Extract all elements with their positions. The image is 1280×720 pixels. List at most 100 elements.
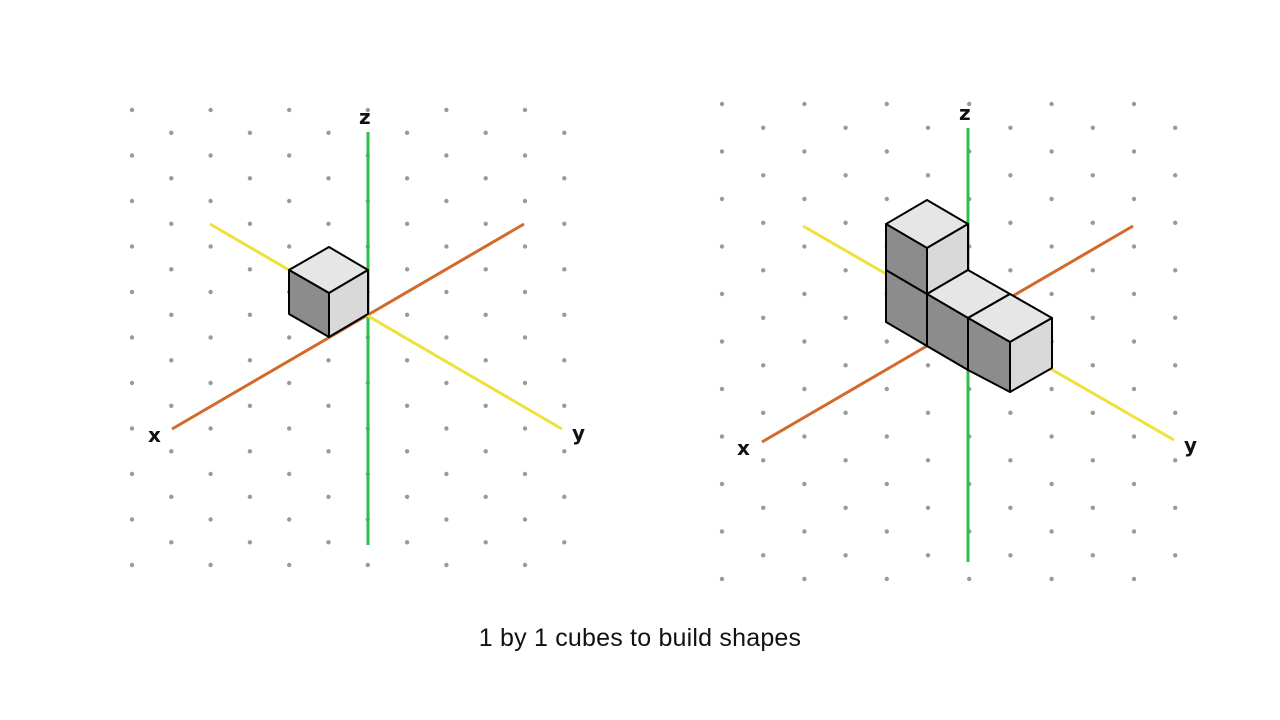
grid-dot [129,562,135,568]
grid-dot [326,176,331,181]
grid-dot [404,312,410,317]
grid-dot [1090,410,1096,415]
grid-dot [169,540,174,545]
grid-dot [444,380,449,386]
grid-dot [1131,101,1137,107]
grid-dot [129,244,135,249]
grid-dot [169,494,174,499]
grid-dot [925,505,931,510]
grid-dot [208,244,213,249]
grid-dot [1173,125,1178,130]
grid-dot [1131,481,1137,487]
grid-dot [287,426,292,431]
grid-dot [247,130,253,135]
grid-dot [843,505,848,510]
grid-dot [843,173,848,178]
z-axis-label: z [359,105,371,129]
grid-dot [802,244,807,249]
grid-dot [562,449,567,454]
grid-dot [843,315,848,320]
grid-dot [1173,220,1178,225]
grid-dot [483,176,488,181]
grid-dot [522,153,528,158]
grid-dot [843,410,848,415]
grid-dot [129,289,135,295]
grid-dot [522,471,528,477]
grid-dot [522,562,528,568]
grid-dot [483,221,488,226]
grid-dot [365,107,370,113]
grid-dot [1131,244,1137,249]
grid-dot [884,529,889,534]
grid-dot [1008,173,1013,178]
grid-dot [522,426,528,431]
grid-dot [1008,505,1013,510]
grid-dot [208,471,213,477]
grid-dot [247,221,253,226]
grid-dot [287,562,292,568]
grid-dot [129,335,135,340]
grid-dot [129,471,135,477]
cube-right-face [328,269,369,338]
grid-dot [1049,101,1054,107]
grid-dot [761,553,766,558]
grid-dot [247,540,253,545]
grid-dot [287,471,292,477]
grid-dot [326,540,331,545]
grid-dot [404,130,410,135]
grid-dot [483,358,488,363]
grid-dot [287,335,292,340]
grid-dot [719,339,725,344]
grid-dot [404,540,410,545]
grid-dot [247,358,253,363]
grid-dot [802,291,807,297]
grid-dot [444,562,449,568]
grid-dot [169,267,174,272]
grid-dot [562,403,567,408]
grid-dot [404,449,410,454]
grid-dot [365,562,370,568]
grid-dot [326,358,331,363]
grid-dot [208,335,213,340]
grid-dot [444,517,449,522]
grid-dot [208,562,213,568]
grid-dot [208,107,213,113]
grid-dot [562,176,567,181]
grid-dot [247,403,253,408]
grid-dot [287,107,292,113]
grid-dot [884,149,889,154]
grid-dot [522,244,528,249]
y-axis-label: y [1184,433,1197,457]
grid-dot [884,434,889,439]
grid-dot [326,221,331,226]
grid-dot [404,267,410,272]
grid-dot [884,481,889,487]
grid-dot [287,380,292,386]
grid-dot [1090,458,1096,463]
grid-dot [483,540,488,545]
grid-dot [562,130,567,135]
grid-dot [1090,505,1096,510]
grid-dot [208,289,213,295]
grid-dot [444,289,449,295]
grid-dot [208,517,213,522]
cube-right-face [1009,317,1053,393]
grid-dot [562,221,567,226]
grid-dot [1173,553,1178,558]
grid-dot [925,363,931,368]
grid-dot [1173,363,1178,368]
grid-dot [169,221,174,226]
grid-dot [562,494,567,499]
grid-dot [719,434,725,439]
grid-dot [761,268,766,273]
grid-dot [802,576,807,582]
grid-dot [483,312,488,317]
grid-dot [1173,268,1178,273]
grid-dot [522,289,528,295]
grid-dot [326,130,331,135]
grid-dot [761,315,766,320]
grid-dot [925,410,931,415]
grid-dot [925,173,931,178]
grid-dot [129,380,135,386]
grid-dot [719,529,725,534]
